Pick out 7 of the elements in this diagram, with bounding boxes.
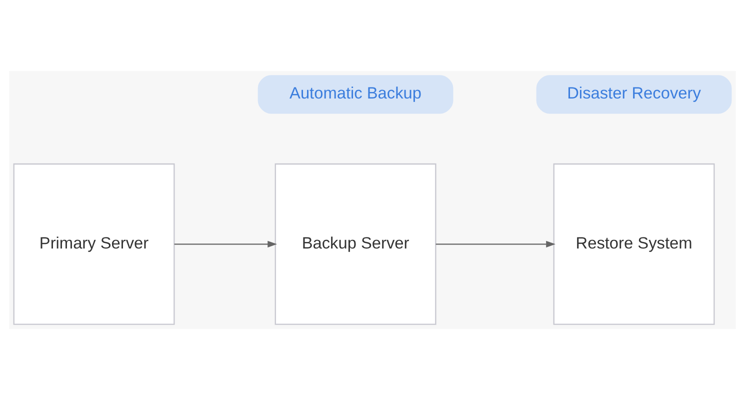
arrow	[436, 240, 556, 248]
node-box: Restore System	[553, 163, 715, 325]
node-box: Automatic Backup	[258, 75, 454, 114]
node-box: Backup Server	[274, 163, 436, 325]
node-box: Primary Server	[13, 163, 175, 325]
node-box: Disaster Recovery	[536, 75, 732, 114]
arrow	[174, 240, 277, 248]
